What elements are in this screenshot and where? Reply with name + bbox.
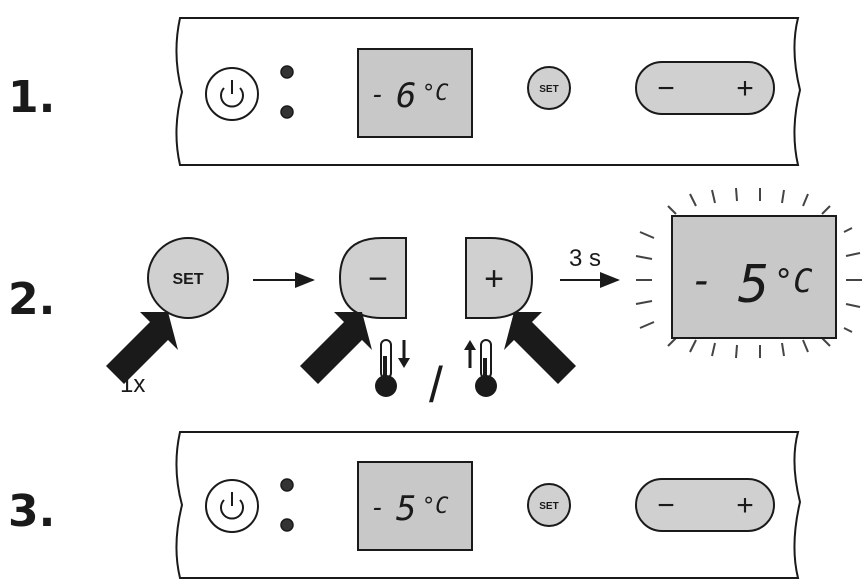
step-3: 3. - 5 °C SET − + (8, 431, 802, 579)
set-button-label: SET (539, 84, 558, 95)
display-sign: - (370, 493, 386, 523)
divider: / (429, 357, 443, 413)
set-button[interactable]: SET (147, 237, 229, 319)
lcd-display: - 6 °C (357, 48, 473, 138)
display-unit: °C (422, 81, 449, 106)
control-panel (175, 17, 802, 166)
power-icon (220, 492, 244, 520)
press-count: 1x (120, 371, 145, 398)
display-value: 5 (396, 489, 416, 529)
display-sign: - (690, 258, 714, 304)
plus-label: + (736, 489, 754, 522)
step-number: 1. (8, 72, 55, 123)
minus-button[interactable]: − (338, 237, 407, 319)
step-number: 3. (8, 486, 55, 537)
thermometer-down-icon (375, 339, 410, 397)
step-2: 2. SET 1x − + / (8, 187, 862, 413)
plus-label: + (736, 72, 754, 105)
step-1: 1. - 6 °C SET − + (8, 17, 802, 166)
lcd-display: - 5 °C (357, 461, 473, 551)
minus-plus-rocker[interactable]: − + (635, 61, 775, 115)
minus-label: − (657, 72, 675, 105)
plus-label: + (484, 260, 504, 298)
arrow-pointer-icon (300, 312, 372, 384)
set-button-label: SET (172, 271, 203, 288)
indicator-led-icon (280, 478, 294, 492)
indicator-led-icon (280, 65, 294, 79)
set-button[interactable]: SET (527, 66, 571, 110)
control-panel (175, 431, 802, 579)
arrow-pointer-icon (106, 312, 178, 384)
lcd-display-blinking: - 5 °C (671, 215, 837, 339)
thermometer-up-icon (464, 339, 497, 397)
step-number: 2. (8, 274, 55, 325)
power-icon (220, 80, 244, 108)
display-value: 6 (396, 76, 416, 116)
power-button[interactable] (205, 479, 259, 533)
display-sign: - (370, 80, 386, 110)
delay-label: 3 s (569, 245, 601, 272)
blink-rays-icon (635, 187, 862, 359)
indicator-led-icon (280, 518, 294, 532)
set-button-label: SET (539, 501, 558, 512)
display-unit: °C (774, 262, 813, 300)
minus-label: − (657, 489, 675, 522)
minus-plus-rocker[interactable]: − + (635, 478, 775, 532)
power-button[interactable] (205, 67, 259, 121)
display-unit: °C (422, 494, 449, 519)
minus-label: − (368, 260, 388, 298)
display-value: 5 (738, 255, 769, 315)
arrow-pointer-icon (504, 312, 576, 384)
plus-button[interactable]: + (465, 237, 534, 319)
set-button[interactable]: SET (527, 483, 571, 527)
indicator-led-icon (280, 105, 294, 119)
